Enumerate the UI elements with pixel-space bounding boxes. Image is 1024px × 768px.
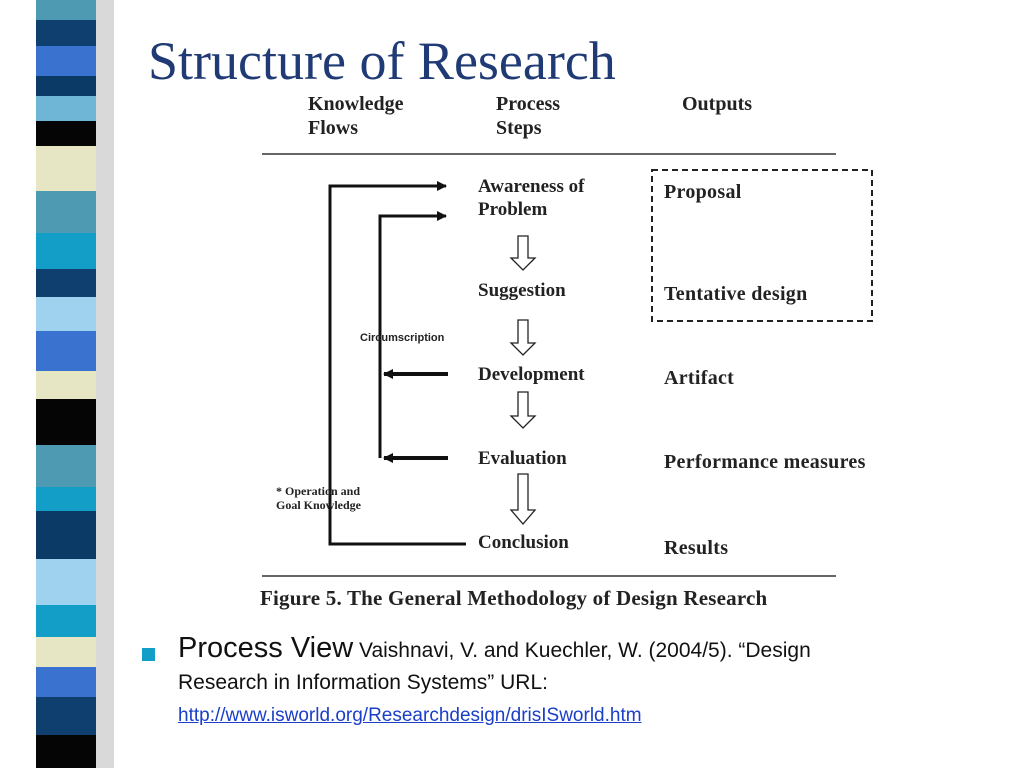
page-title: Structure of Research	[148, 31, 616, 91]
design-research-diagram: Knowledge Flows Process Steps Outputs Aw…	[252, 88, 932, 618]
step-development: Development	[478, 364, 585, 385]
bullet-square-icon	[142, 648, 155, 661]
step-awareness: Awareness of Problem	[478, 176, 585, 220]
header-process-steps: Process Steps	[496, 93, 561, 139]
diagram-lines	[262, 153, 873, 577]
output-artifact: Artifact	[664, 367, 735, 389]
output-proposal: Proposal	[664, 181, 742, 203]
output-results: Results	[664, 537, 729, 559]
citation-line-1: Vaishnavi, V. and Kuechler, W. (2004/5).…	[353, 639, 811, 662]
step-evaluation: Evaluation	[478, 448, 567, 469]
output-tentative-design: Tentative design	[664, 283, 808, 305]
operation-goal-knowledge-label: * Operation and Goal Knowledge	[276, 484, 362, 513]
output-performance-measures: Performance measures	[664, 451, 866, 473]
down-arrow-icon	[509, 319, 537, 356]
process-view-label: Process View	[178, 632, 354, 664]
step-conclusion: Conclusion	[478, 532, 569, 553]
stripe-shadow	[96, 0, 114, 768]
citation-text: Process View Vaishnavi, V. and Kuechler,…	[178, 632, 968, 732]
down-arrow-icon	[509, 473, 537, 525]
decorative-stripe	[36, 0, 96, 768]
header-knowledge-flows: Knowledge Flows	[308, 93, 404, 139]
down-arrow-icon	[509, 235, 537, 271]
citation-line-2: Research in Information Systems” URL:	[178, 671, 548, 694]
source-url-link[interactable]: http://www.isworld.org/Researchdesign/dr…	[178, 705, 642, 726]
figure-caption: Figure 5. The General Methodology of Des…	[260, 586, 768, 610]
circumscription-label: Circumscription	[360, 332, 445, 344]
header-outputs: Outputs	[682, 93, 753, 115]
down-arrow-icon	[509, 391, 537, 429]
step-suggestion: Suggestion	[478, 280, 566, 301]
